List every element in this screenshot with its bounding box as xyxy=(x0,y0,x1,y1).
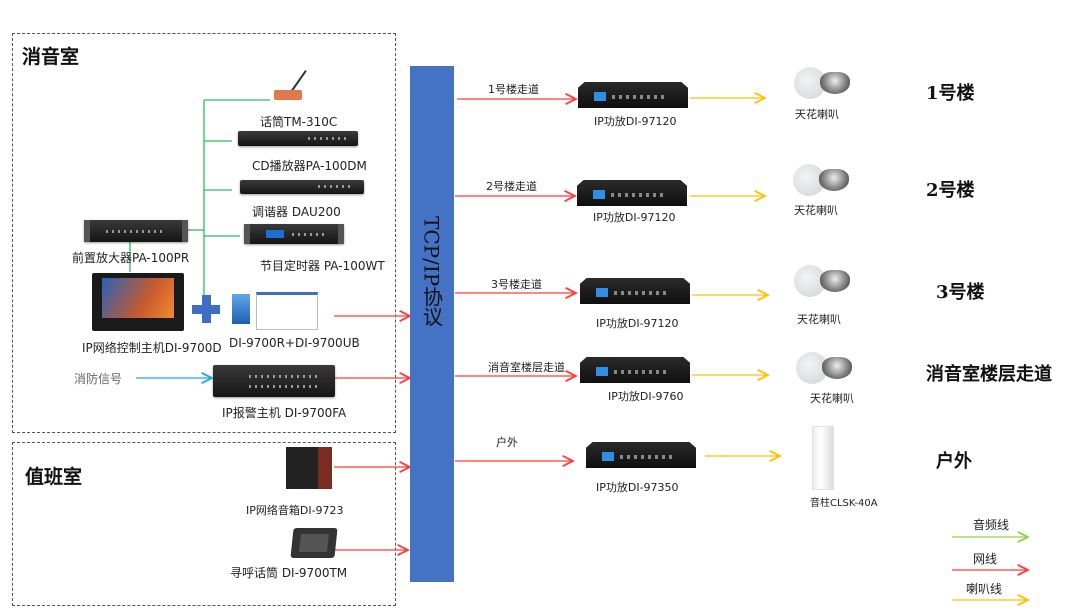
room-duty-title: 值班室 xyxy=(25,466,83,488)
fire-signal-label: 消防信号 xyxy=(74,372,123,386)
zone-5-line-label: 户外 xyxy=(496,436,518,449)
network-speaker-label: IP网络音箱DI-9723 xyxy=(246,504,344,517)
room-duty xyxy=(12,442,396,606)
network-speaker-device xyxy=(286,447,332,489)
microphone-icon xyxy=(272,62,307,102)
zone-2-amp-device xyxy=(577,180,687,206)
zone-3-line-label: 3号楼走道 xyxy=(491,278,542,291)
zone-2-line-label: 2号楼走道 xyxy=(486,180,537,193)
alarm-host-label: IP报警主机 DI-9700FA xyxy=(222,406,347,420)
tuner-device xyxy=(240,180,364,194)
zone-5-column-speaker-icon xyxy=(812,426,834,490)
zone-5-title: 户外 xyxy=(936,451,972,472)
zone-4-speaker-label: 天花喇叭 xyxy=(810,392,854,405)
software-box-icon xyxy=(232,294,250,324)
paging-mic-device xyxy=(290,528,338,558)
timer-label: 节目定时器 PA-100WT xyxy=(260,259,385,273)
room-anechoic-title: 消音室 xyxy=(22,46,80,68)
zone-2-speaker-label: 天花喇叭 xyxy=(794,204,838,217)
zone-5-amp-device xyxy=(586,442,696,468)
zone-4-amp-label: IP功放DI-9760 xyxy=(608,390,684,403)
zone-1-line-label: 1号楼走道 xyxy=(488,83,539,96)
zone-2-amp-label: IP功放DI-97120 xyxy=(593,211,676,224)
software-label: DI-9700R+DI-9700UB xyxy=(229,336,360,350)
zone-3-speaker-label: 天花喇叭 xyxy=(797,313,841,326)
control-host-label: IP网络控制主机DI-9700D xyxy=(82,341,222,355)
legend-audio-label: 音频线 xyxy=(973,518,1010,532)
zone-2-title: 2号楼 xyxy=(926,180,975,201)
preamp-device xyxy=(84,220,188,242)
paging-mic-label: 寻呼话筒 DI-9700TM xyxy=(230,566,348,580)
zone-4-title: 消音室楼层走道 xyxy=(926,364,1052,385)
cd-player-label: CD播放器PA-100DM xyxy=(252,159,367,173)
zone-1-ceiling-speaker-icon xyxy=(794,67,852,99)
zone-1-amp-device xyxy=(578,82,688,108)
zone-3-ceiling-speaker-icon xyxy=(794,265,852,297)
alarm-host-device xyxy=(213,365,335,397)
zone-1-amp-label: IP功放DI-97120 xyxy=(594,115,677,128)
zone-5-speaker-label: 音柱CLSK-40A xyxy=(810,498,878,509)
control-host-device xyxy=(92,273,184,331)
timer-device xyxy=(244,224,344,244)
software-window-icon xyxy=(256,292,318,330)
plus-icon xyxy=(192,295,220,323)
zone-1-title: 1号楼 xyxy=(926,83,975,104)
zone-4-line-label: 消音室楼层走道 xyxy=(488,361,565,374)
legend-speaker-label: 喇叭线 xyxy=(966,582,1003,596)
preamp-label: 前置放大器PA-100PR xyxy=(72,251,190,265)
tcp-ip-bus: TCP/IP协议 xyxy=(410,66,454,582)
zone-1-speaker-label: 天花喇叭 xyxy=(795,108,839,121)
mic-label: 话筒TM-310C xyxy=(260,115,338,129)
tcp-ip-bus-label: TCP/IP协议 xyxy=(419,216,444,327)
zone-4-amp-device xyxy=(580,357,690,383)
zone-3-amp-label: IP功放DI-97120 xyxy=(596,317,679,330)
legend-network-label: 网线 xyxy=(973,552,998,566)
zone-3-amp-device xyxy=(580,278,690,304)
zone-2-ceiling-speaker-icon xyxy=(793,164,851,196)
room-anechoic xyxy=(12,33,396,433)
zone-3-title: 3号楼 xyxy=(936,282,985,303)
zone-4-ceiling-speaker-icon xyxy=(796,352,854,384)
cd-player-device xyxy=(238,131,358,146)
zone-5-amp-label: IP功放DI-97350 xyxy=(596,481,679,494)
tuner-label: 调谐器 DAU200 xyxy=(252,205,341,219)
